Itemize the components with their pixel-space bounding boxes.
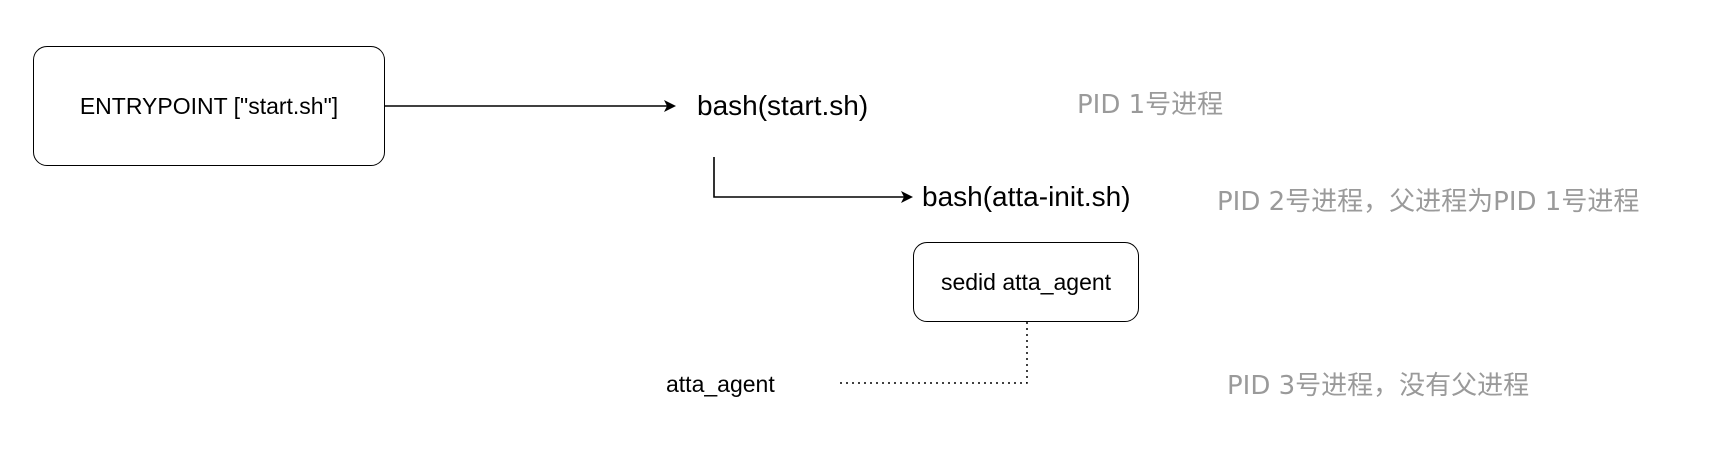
edge-bash-start-to-bash-init bbox=[713, 157, 913, 203]
bash-init-node[interactable]: bash(atta-init.sh) bbox=[922, 181, 1131, 212]
entrypoint-label: ENTRYPOINT ["start.sh"] bbox=[79, 92, 339, 119]
pid3-note: PID 3号进程，没有父进程 bbox=[1227, 371, 1530, 401]
pid2-note: PID 2号进程，父进程为PID 1号进程 bbox=[1217, 187, 1640, 217]
bash-start-node[interactable]: bash(start.sh) bbox=[697, 90, 869, 121]
atta-agent-node[interactable]: atta_agent bbox=[666, 371, 775, 397]
setsid-label: sedid atta_agent bbox=[940, 268, 1112, 295]
pid1-note: PID 1号进程 bbox=[1077, 90, 1224, 120]
setsid-node[interactable]: sedid atta_agent bbox=[913, 242, 1139, 322]
edge-setsid-to-atta-agent bbox=[836, 322, 1028, 384]
entrypoint-node[interactable]: ENTRYPOINT ["start.sh"] bbox=[33, 46, 385, 166]
